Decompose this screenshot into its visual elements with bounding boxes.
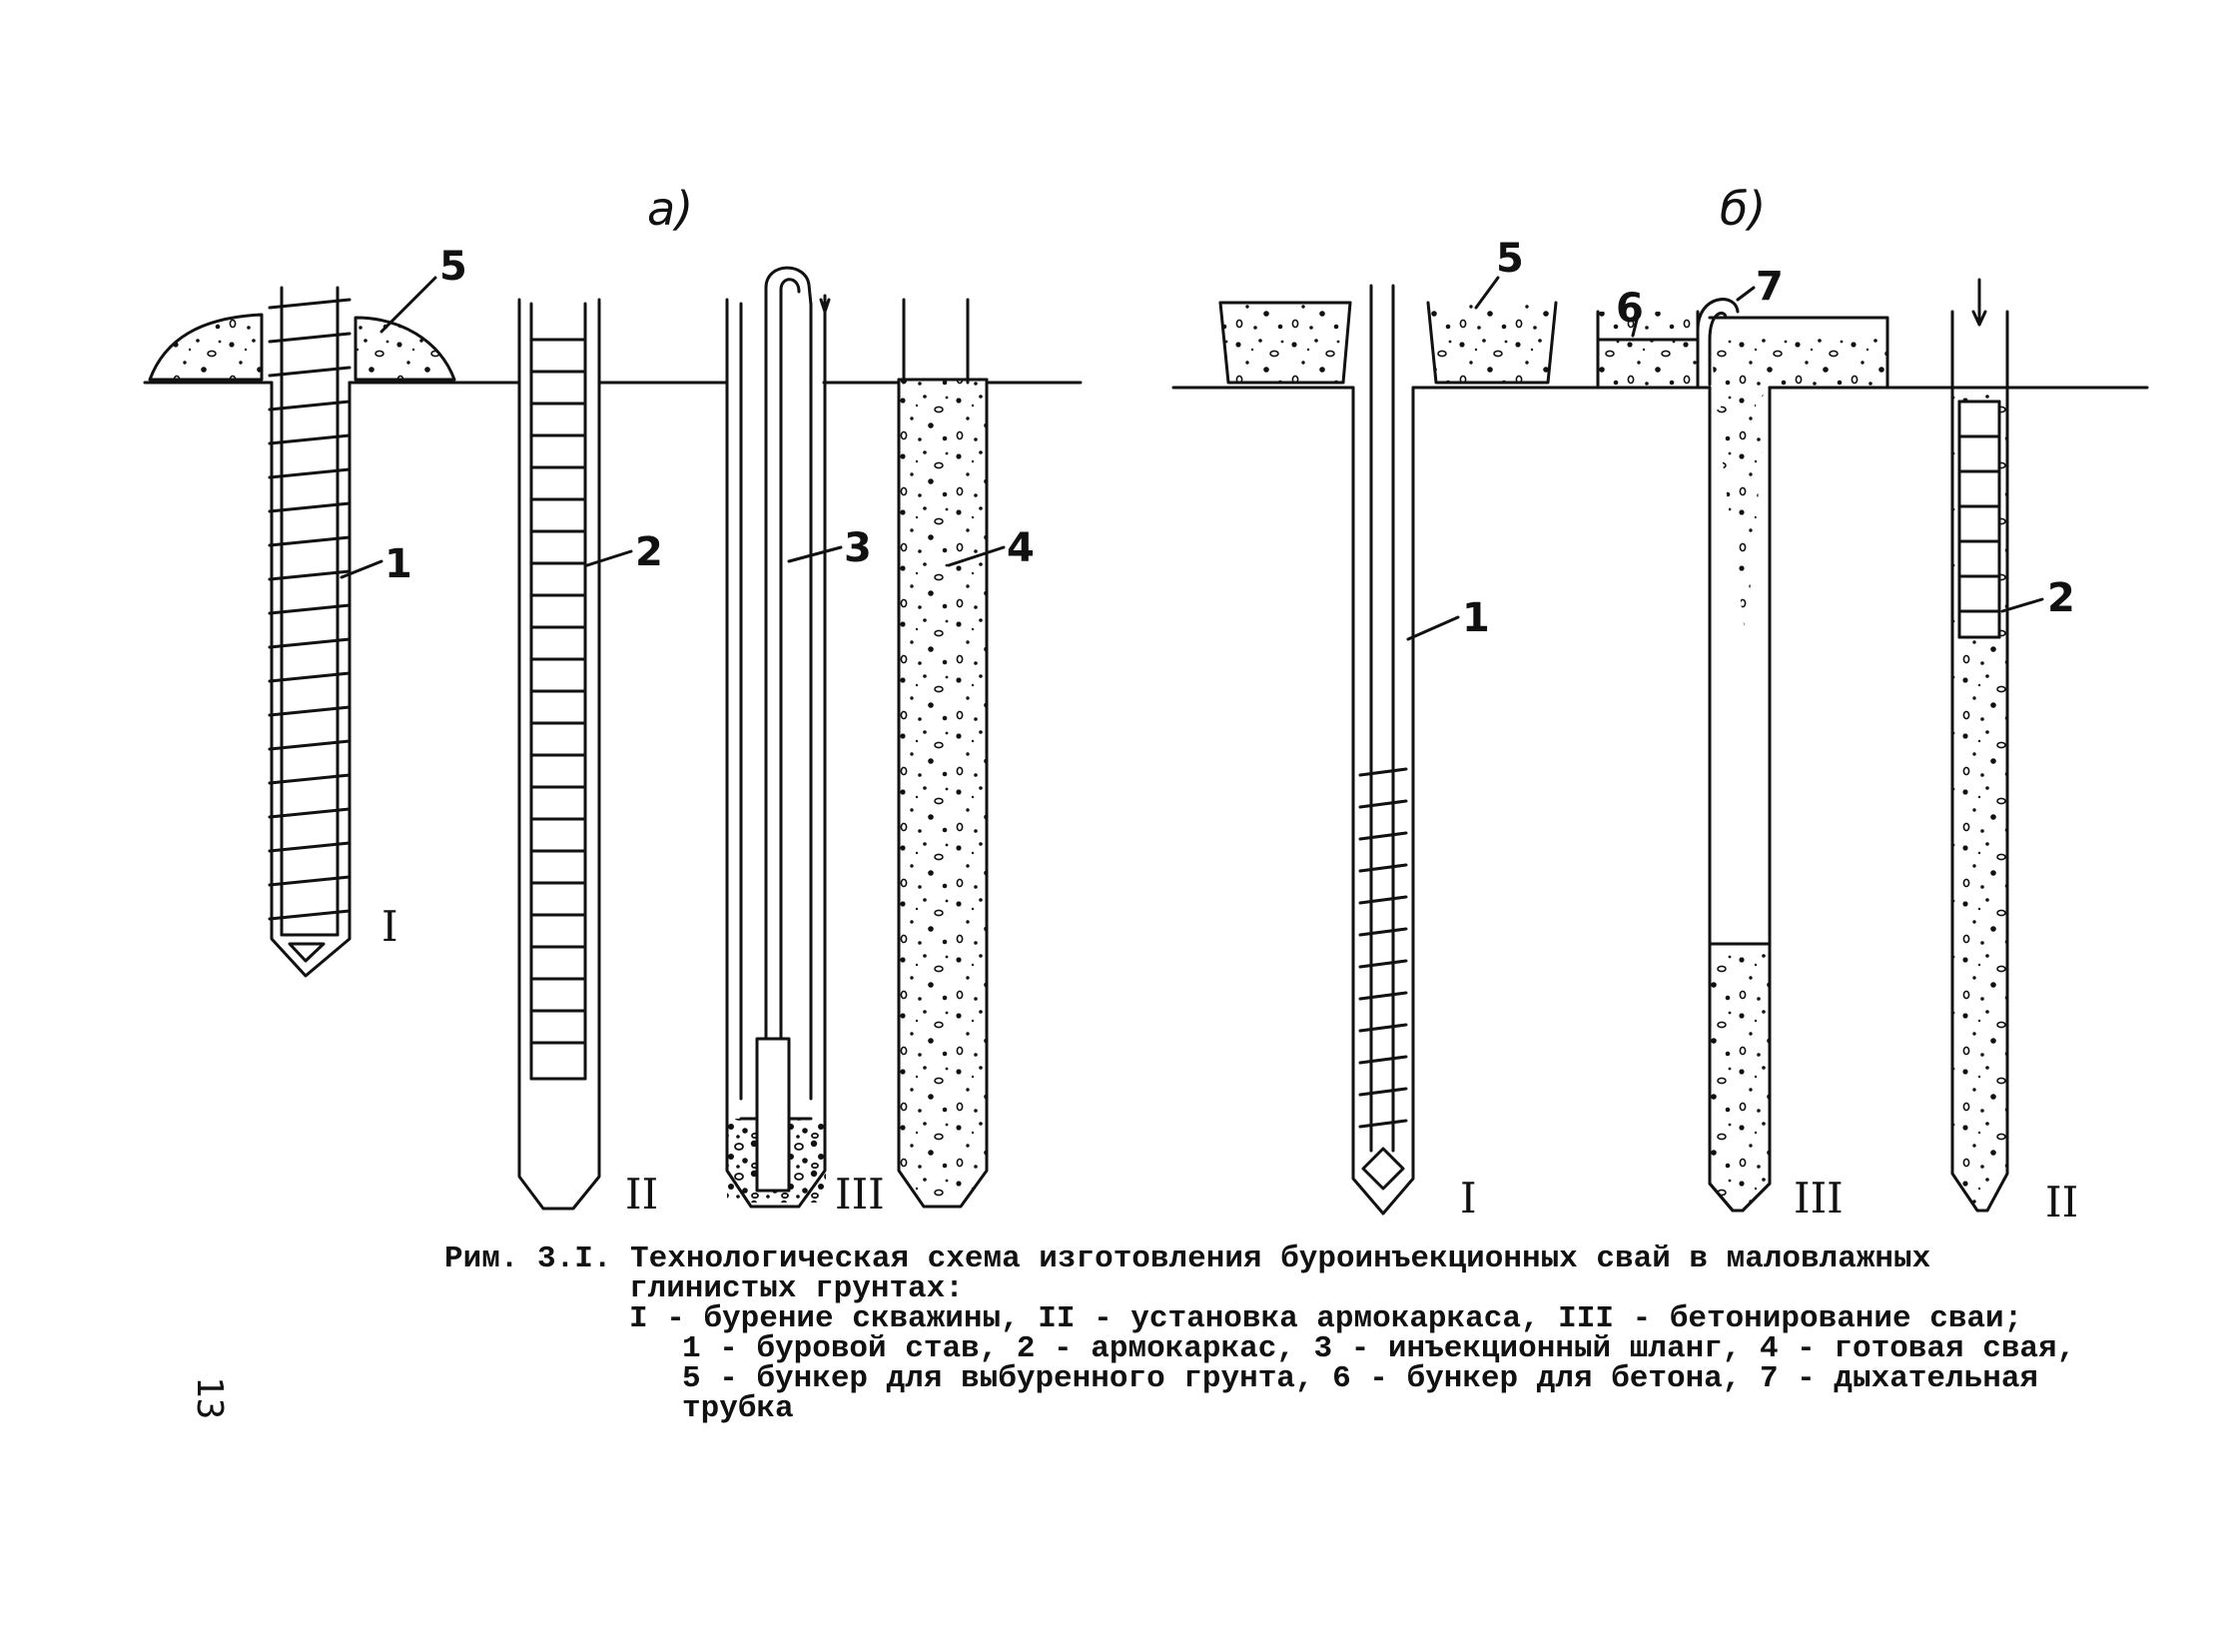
leader-a2 bbox=[585, 549, 633, 567]
stage-label-a-III: III bbox=[835, 1170, 885, 1219]
leader-a3 bbox=[787, 545, 843, 563]
leader-b2 bbox=[2000, 597, 2044, 613]
caption-line-6: трубка bbox=[682, 1391, 794, 1426]
callout-b2: 2 bbox=[2047, 575, 2075, 621]
leader-b6 bbox=[1631, 314, 1640, 338]
stage-label-b-II: II bbox=[2045, 1178, 2078, 1227]
stage-label-b-III: III bbox=[1794, 1174, 1844, 1223]
stage-label-b-I: I bbox=[1460, 1174, 1477, 1223]
b-stage-I-drilling bbox=[1351, 284, 1460, 1216]
a-stage-II-cage bbox=[517, 298, 633, 1211]
spoil-heap-left bbox=[148, 313, 264, 382]
panel-label-a: а) bbox=[647, 182, 693, 236]
panel-label-b: б) bbox=[1720, 182, 1766, 236]
stage-label-a-II: II bbox=[625, 1170, 658, 1219]
callout-b7: 7 bbox=[1756, 264, 1784, 310]
leader-b7 bbox=[1736, 286, 1756, 302]
b-stage-II-cage bbox=[1950, 278, 2044, 1213]
callout-a3: 3 bbox=[844, 525, 872, 571]
callout-a4: 4 bbox=[1007, 525, 1035, 571]
callout-b6: 6 bbox=[1616, 286, 1644, 332]
hopper-left bbox=[1218, 301, 1352, 385]
leader-b1 bbox=[1406, 615, 1460, 641]
hopper-5 bbox=[1426, 301, 1558, 385]
leader-a5 bbox=[379, 276, 437, 334]
a-finished-pile bbox=[897, 298, 1006, 1209]
stage-label-a-I: I bbox=[381, 902, 398, 951]
leader-a1 bbox=[340, 559, 383, 579]
callout-a2: 2 bbox=[635, 529, 663, 575]
b-stage-III-concreting bbox=[1596, 286, 1889, 1213]
spoil-heap-right bbox=[354, 316, 456, 382]
caption-line-2: глинистых грунтах: bbox=[629, 1271, 964, 1306]
callout-a1: 1 bbox=[384, 541, 412, 587]
leader-a4 bbox=[947, 545, 1006, 567]
callout-a5: 5 bbox=[439, 244, 467, 290]
callout-b5: 5 bbox=[1496, 236, 1524, 282]
leader-b5 bbox=[1474, 276, 1500, 310]
a-stage-I-drilling bbox=[268, 286, 352, 978]
a-stage-III-concreting bbox=[725, 266, 843, 1209]
page-number: 13 bbox=[189, 1376, 230, 1419]
caption-line-3: I - бурение скважины, II - установка арм… bbox=[629, 1301, 2022, 1336]
caption-line-5: 5 - бункер для выбуренного грунта, 6 - б… bbox=[682, 1361, 2038, 1396]
callout-b1: 1 bbox=[1462, 595, 1490, 641]
caption-line-4: 1 - буровой став, 2 - армокаркас, 3 - ин… bbox=[682, 1331, 2075, 1366]
caption-line-1: Рим. 3.I. Технологическая схема изготовл… bbox=[444, 1241, 1930, 1276]
